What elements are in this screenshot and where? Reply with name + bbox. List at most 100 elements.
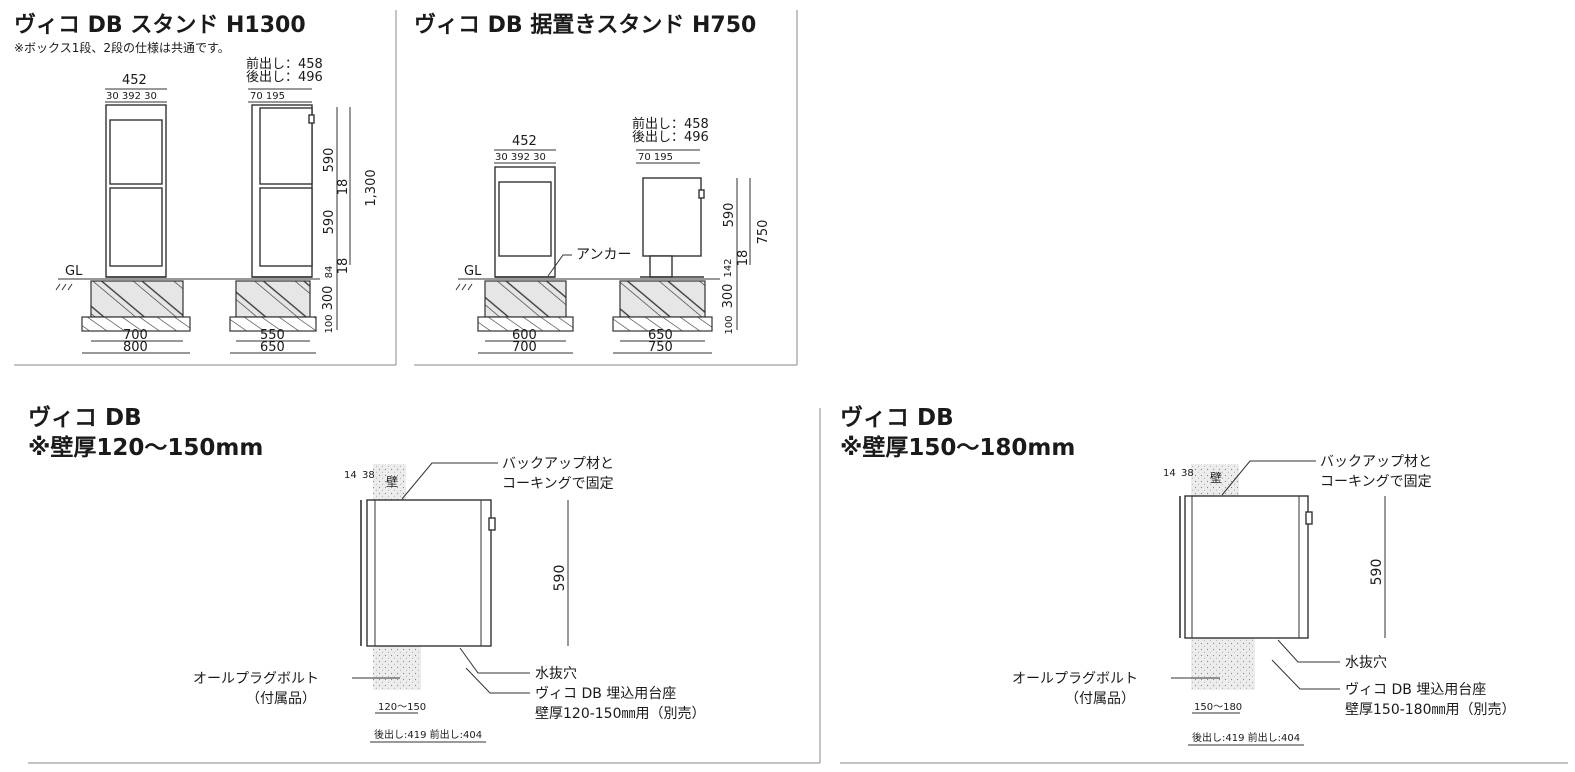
dim-14: 14 bbox=[344, 470, 357, 481]
gl-label: GL bbox=[65, 264, 83, 279]
upper-box bbox=[109, 119, 163, 185]
dim-650: 650 bbox=[260, 340, 285, 355]
panel-title: ヴィコ DB 据置きスタンド H750 bbox=[414, 12, 756, 38]
panel-stand-h1300: ヴィコ DB スタンド H1300 ※ボックス1段、2段の仕様は共通です。 45… bbox=[14, 10, 397, 366]
backup-label-1: バックアップ材と bbox=[502, 456, 614, 472]
side-box bbox=[642, 177, 702, 257]
panel-note: ※ボックス1段、2段の仕様は共通です。 bbox=[14, 40, 230, 55]
panel-stand-h750: ヴィコ DB 据置きスタンド H750 452 30 392 30 前出し：45… bbox=[414, 10, 798, 366]
dim-h-gap: 18 bbox=[336, 179, 351, 196]
dim-wall-range: 150〜180 bbox=[1194, 702, 1242, 713]
dim-h-box: 590 bbox=[552, 565, 568, 592]
side-post bbox=[649, 255, 673, 278]
dim-h-142: 142 bbox=[723, 258, 734, 277]
panel-title: ヴィコ DB スタンド H1300 bbox=[14, 12, 306, 38]
side-view: 前出し：458 後出し：496 70 195 590 18 750 142 30… bbox=[632, 116, 771, 335]
dim-h-300: 300 bbox=[321, 286, 336, 311]
base-label-1: ヴィコ DB 埋込用台座 bbox=[1345, 681, 1486, 698]
anchor-leader bbox=[547, 254, 572, 277]
dim-600: 600 bbox=[512, 328, 537, 343]
panel-subtitle: ※壁厚120〜150mm bbox=[28, 434, 263, 461]
foundation: GL 700 800 550 650 bbox=[55, 264, 320, 355]
side-upper-box bbox=[259, 107, 313, 185]
base-label-2: 壁厚120-150㎜用（別売） bbox=[535, 706, 706, 722]
panel-title: ヴィコ DB bbox=[28, 404, 142, 431]
concrete-base-side bbox=[619, 280, 706, 318]
drain-label: 水抜穴 bbox=[535, 666, 577, 682]
concrete-base-side bbox=[235, 280, 311, 318]
dim-h-300: 300 bbox=[721, 284, 736, 309]
dim-800: 800 bbox=[123, 340, 148, 355]
backup-leader bbox=[401, 462, 498, 500]
mailbox-knob bbox=[488, 517, 496, 531]
dim-side-top: 70 195 bbox=[250, 91, 285, 102]
dim-38: 38 bbox=[362, 470, 375, 481]
anchor-label: アンカー bbox=[576, 247, 631, 263]
front-box bbox=[498, 181, 552, 257]
bolt-label-1: オールプラグボルト bbox=[193, 671, 319, 687]
wall-top bbox=[1191, 464, 1239, 496]
side-knob bbox=[308, 114, 315, 124]
front-view: 452 30 392 30 bbox=[494, 134, 556, 278]
mailbox-body bbox=[1184, 495, 1309, 639]
dim-parts: 30 392 30 bbox=[106, 91, 157, 102]
dim-h-total: 750 bbox=[756, 220, 771, 245]
drain-label: 水抜穴 bbox=[1345, 655, 1387, 671]
dim-h-100: 100 bbox=[324, 314, 335, 333]
gravel-front bbox=[81, 316, 191, 332]
dim-h-box2: 590 bbox=[322, 210, 337, 235]
mailbox-knob bbox=[1305, 511, 1313, 525]
front-view: 452 30 392 30 bbox=[105, 73, 167, 278]
back-out: 後出し：496 bbox=[632, 130, 709, 145]
dim-h-total: 1,300 bbox=[364, 169, 379, 206]
panel-subtitle: ※壁厚150〜180mm bbox=[840, 434, 1075, 461]
dim-depth: 後出し:419 前出し:404 bbox=[1192, 731, 1300, 744]
dim-depth: 後出し:419 前出し:404 bbox=[374, 728, 482, 741]
wall-label: 壁 bbox=[1210, 470, 1222, 485]
dim-side-top: 70 195 bbox=[638, 152, 673, 163]
dim-wall-range: 120〜150 bbox=[378, 702, 426, 713]
wall-label: 壁 bbox=[386, 474, 398, 489]
bolt-label-1: オールプラグボルト bbox=[1012, 671, 1138, 687]
bolt-label-2: （付属品） bbox=[1065, 691, 1135, 707]
dim-h-base: 18 bbox=[736, 250, 751, 267]
concrete-base-front bbox=[484, 280, 567, 318]
side-lower-box bbox=[259, 187, 313, 267]
dim-h-box: 590 bbox=[722, 203, 737, 228]
concrete-base-front bbox=[90, 280, 184, 318]
dim-parts: 30 392 30 bbox=[495, 152, 546, 163]
side-view: 前出し：458 後出し：496 70 195 590 18 590 18 1,3… bbox=[246, 56, 379, 334]
lower-box bbox=[109, 187, 163, 267]
dim-550: 550 bbox=[260, 328, 285, 343]
foundation: アンカー GL 600 700 650 750 bbox=[455, 247, 720, 355]
dim-width: 452 bbox=[512, 134, 537, 149]
dim-h-100: 100 bbox=[724, 315, 735, 334]
wall-top bbox=[373, 464, 406, 500]
front-out: 前出し：458 bbox=[246, 56, 323, 72]
base-leader bbox=[465, 667, 530, 694]
dim-650: 650 bbox=[648, 328, 673, 343]
panel-title: ヴィコ DB bbox=[840, 404, 954, 431]
backup-label-2: コーキングで固定 bbox=[502, 476, 614, 492]
side-knob bbox=[698, 189, 705, 199]
gravel-side bbox=[229, 316, 317, 332]
backup-leader bbox=[1221, 460, 1316, 496]
wall-bottom bbox=[373, 646, 421, 690]
dim-14: 14 bbox=[1163, 468, 1176, 479]
dim-38: 38 bbox=[1181, 468, 1194, 479]
mailbox-body bbox=[366, 499, 492, 647]
front-out: 前出し：458 bbox=[632, 116, 709, 132]
back-out: 後出し：496 bbox=[246, 70, 323, 85]
gravel-side bbox=[612, 316, 713, 332]
bolt-label-2: （付属品） bbox=[246, 691, 316, 707]
dim-700: 700 bbox=[123, 328, 148, 343]
base-label-2: 壁厚150-180㎜用（別売） bbox=[1345, 702, 1516, 718]
base-leader bbox=[1271, 659, 1340, 690]
dim-h-84: 84 bbox=[324, 266, 335, 279]
gl-label: GL bbox=[464, 264, 482, 279]
dim-h-box1: 590 bbox=[322, 148, 337, 173]
panel-wall-150-180: ヴィコ DB ※壁厚150〜180mm 14 38 壁 590 バックアップ材と… bbox=[840, 404, 1568, 764]
wall-bottom bbox=[1191, 638, 1255, 690]
drain-leader bbox=[459, 647, 530, 674]
